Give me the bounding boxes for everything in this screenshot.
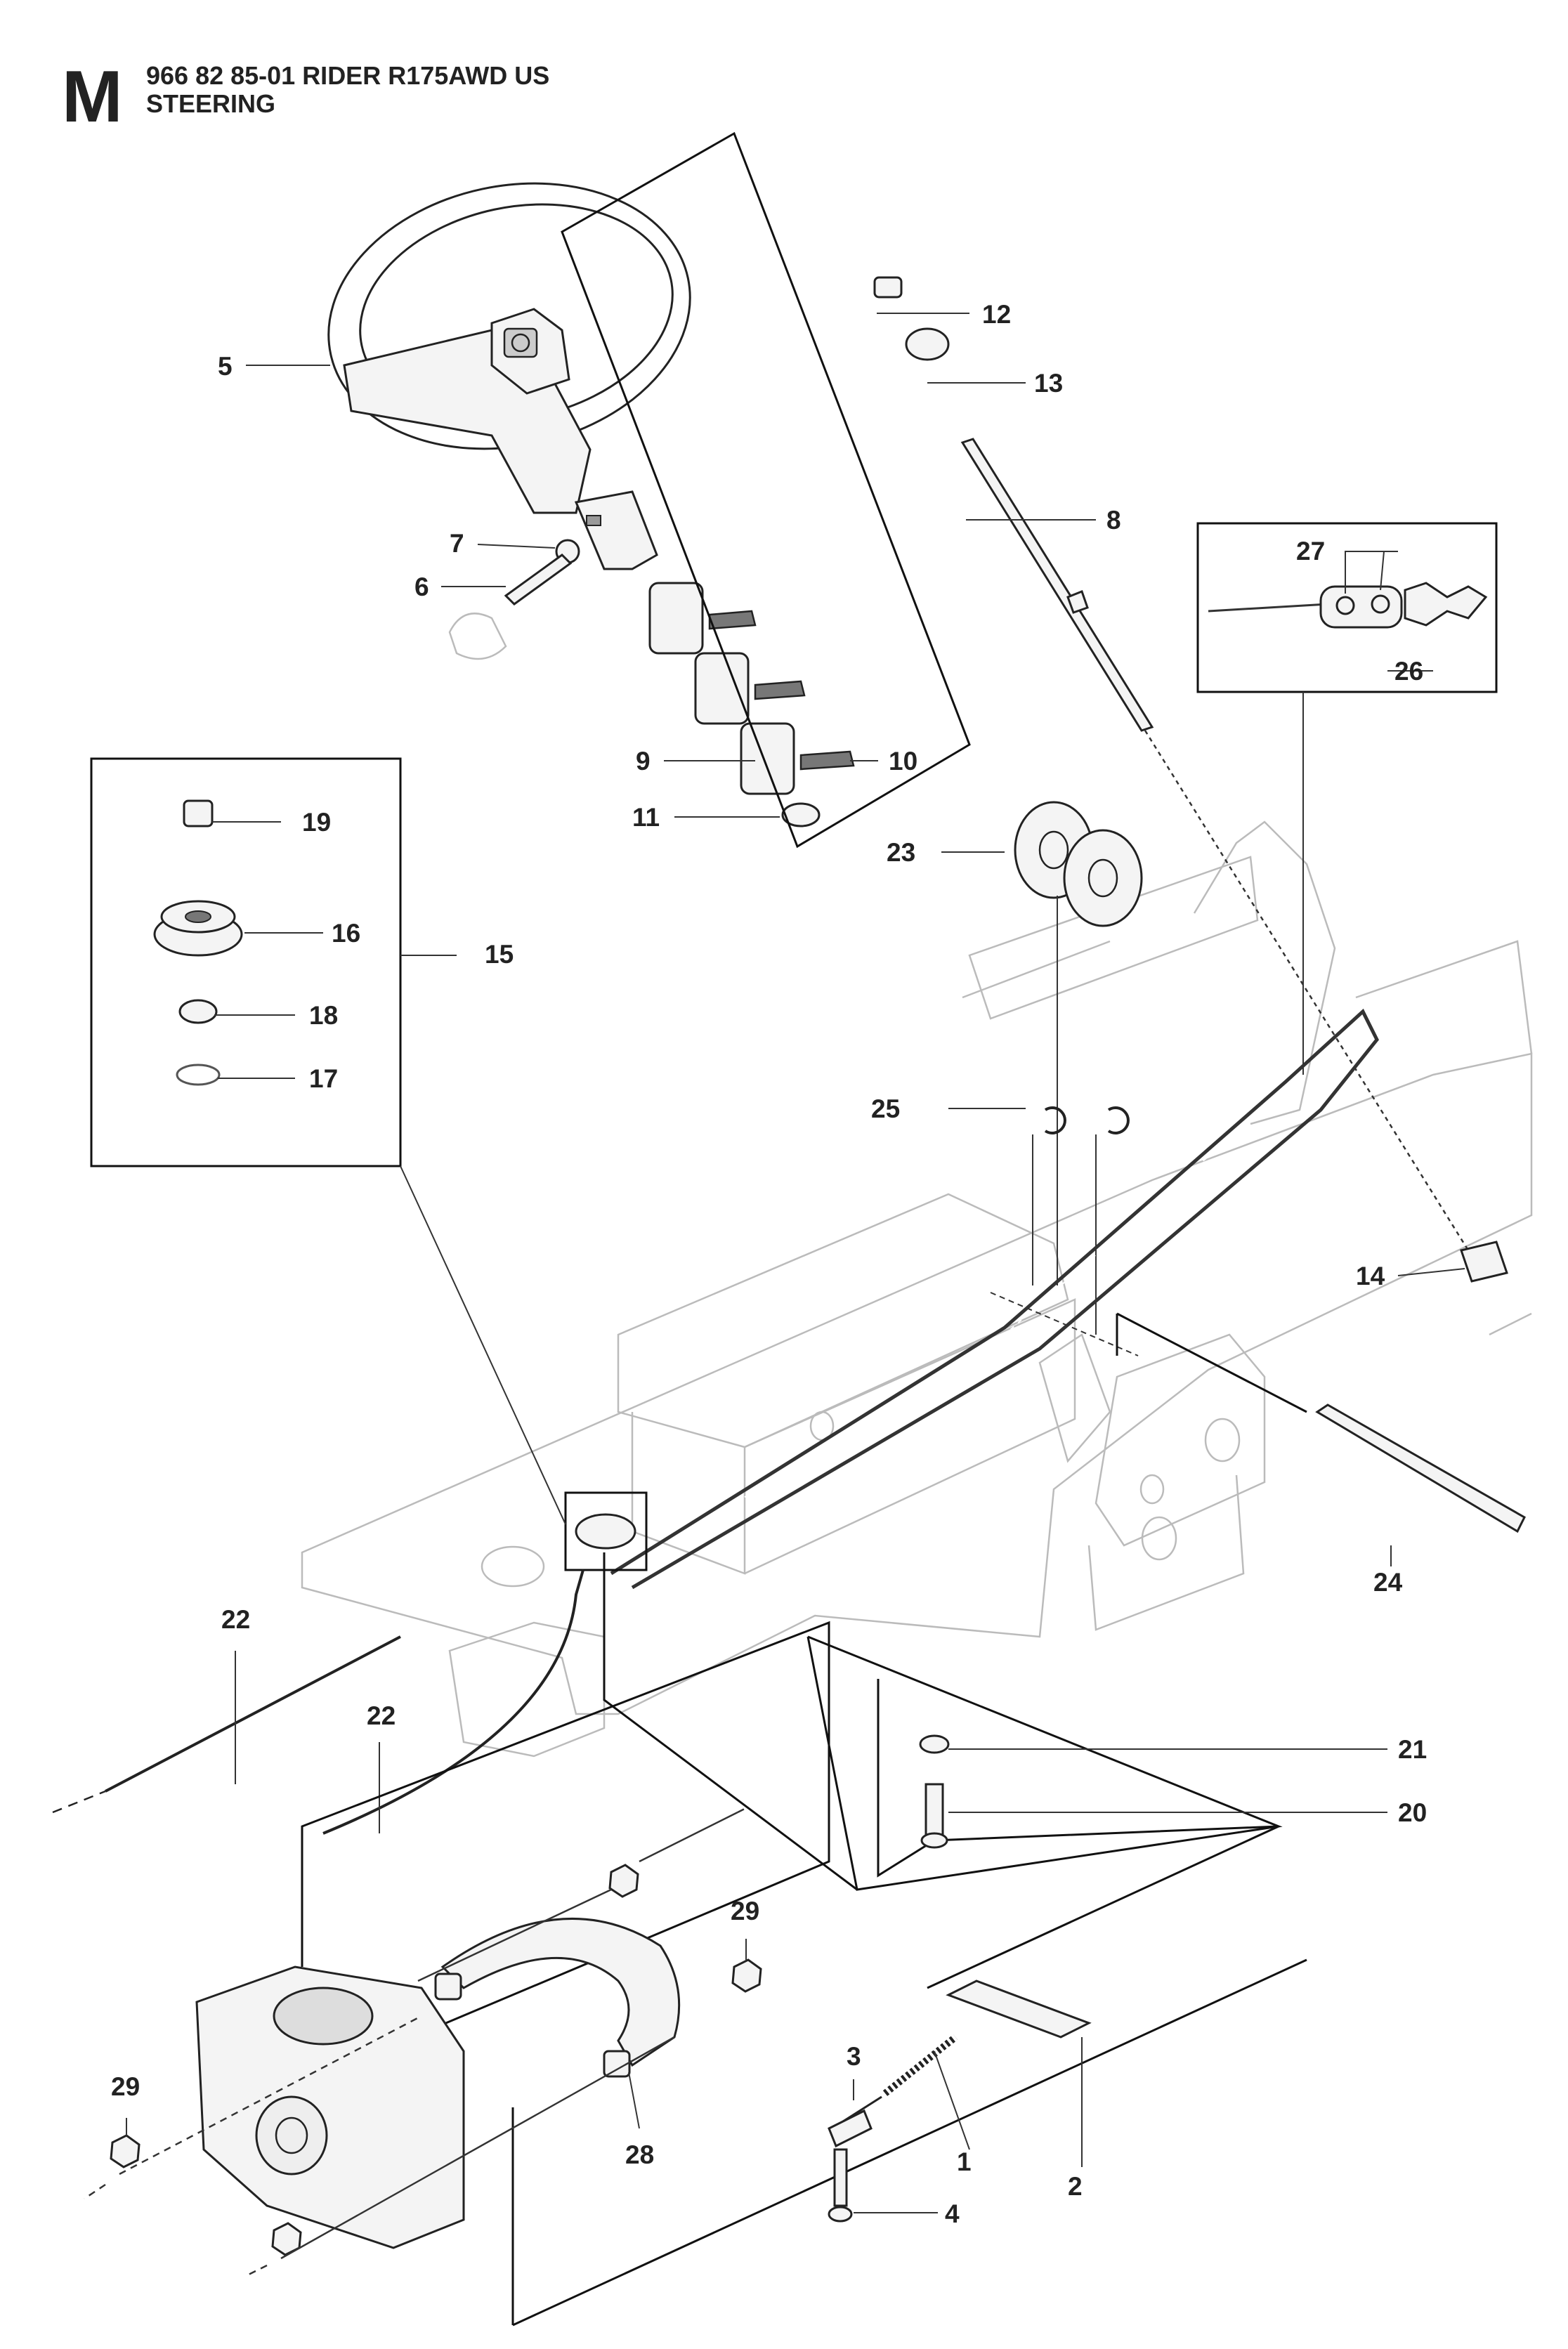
steering-wheel <box>327 182 691 570</box>
column-sleeve-upper <box>648 582 757 655</box>
chassis-frame <box>301 820 1533 1758</box>
callout-7: 7 <box>450 529 464 558</box>
callout-26: 26 <box>1394 657 1423 686</box>
callout-15: 15 <box>485 940 514 969</box>
nut-top <box>608 1864 639 1898</box>
cable-upper <box>105 1635 401 1793</box>
callout-labels: 5 7 6 12 13 8 9 10 11 19 16 15 18 17 23 … <box>111 300 1427 2228</box>
clip-left <box>1044 1106 1066 1134</box>
cable-lower <box>322 1569 584 1835</box>
callout-leaders <box>212 313 1465 2213</box>
callout-1: 1 <box>957 2147 972 2176</box>
dual-pulleys <box>1014 801 1143 927</box>
column-parts <box>448 131 1154 849</box>
callout-13: 13 <box>1034 369 1063 398</box>
husqvarna-logo-icon <box>503 327 538 358</box>
callout-23: 23 <box>887 838 915 867</box>
callout-4: 4 <box>945 2199 960 2228</box>
section-letter: M <box>62 56 123 138</box>
callout-12: 12 <box>982 300 1011 329</box>
inset-box-15 <box>90 757 402 1167</box>
clip-right <box>1107 1106 1130 1134</box>
spring-1 <box>882 2034 958 2096</box>
bolt-14 <box>1460 1241 1508 1283</box>
callout-29-left: 29 <box>111 2072 140 2101</box>
column-sleeve-lower <box>740 722 855 795</box>
callout-22-upper: 22 <box>221 1605 250 1634</box>
inset-15-leader <box>400 1165 566 1525</box>
column-sleeve-middle <box>694 652 806 725</box>
steering-chain <box>610 1008 1379 1590</box>
callout-19: 19 <box>302 808 331 837</box>
steering-sector <box>434 1917 681 2078</box>
callout-3: 3 <box>847 2042 861 2071</box>
callout-29-right: 29 <box>731 1897 759 1925</box>
callout-5: 5 <box>218 352 233 381</box>
axle-rod <box>1315 1403 1526 1533</box>
callout-24: 24 <box>1373 1568 1403 1597</box>
section-title: STEERING <box>146 89 276 118</box>
callout-14: 14 <box>1356 1262 1385 1290</box>
callout-8: 8 <box>1106 506 1121 535</box>
shaft-axis-line <box>1144 730 1470 1251</box>
inset-box-chain <box>1196 522 1498 693</box>
callout-16: 16 <box>332 919 360 948</box>
callout-9: 9 <box>636 747 651 776</box>
callout-17: 17 <box>309 1064 338 1093</box>
steering-plate <box>946 1980 1092 2039</box>
washer-21 <box>919 1734 950 1754</box>
pulley-dashed-line <box>990 1292 1139 1356</box>
callout-27: 27 <box>1296 537 1325 565</box>
pulley-assembly <box>153 799 243 1086</box>
bolt-20 <box>925 1783 944 1842</box>
callout-25: 25 <box>871 1094 900 1123</box>
link-3 <box>828 2109 873 2148</box>
callout-21: 21 <box>1398 1735 1427 1764</box>
callout-6: 6 <box>414 572 429 601</box>
callout-22-lower: 22 <box>367 1701 396 1730</box>
callout-11: 11 <box>632 803 660 832</box>
nut-right <box>731 1958 762 1993</box>
pulley-location-box <box>564 1491 648 1571</box>
screw-4 <box>833 2148 848 2207</box>
nut-left <box>110 2134 141 2168</box>
callout-10: 10 <box>889 747 917 776</box>
gearbox-housing <box>195 1965 465 2249</box>
callout-20: 20 <box>1398 1798 1427 1827</box>
model-title: 966 82 85-01 RIDER R175AWD US <box>146 61 550 90</box>
callout-2: 2 <box>1068 2172 1083 2201</box>
callout-18: 18 <box>309 1001 338 1030</box>
chain-detail <box>1208 582 1488 629</box>
callout-28: 28 <box>625 2140 654 2169</box>
